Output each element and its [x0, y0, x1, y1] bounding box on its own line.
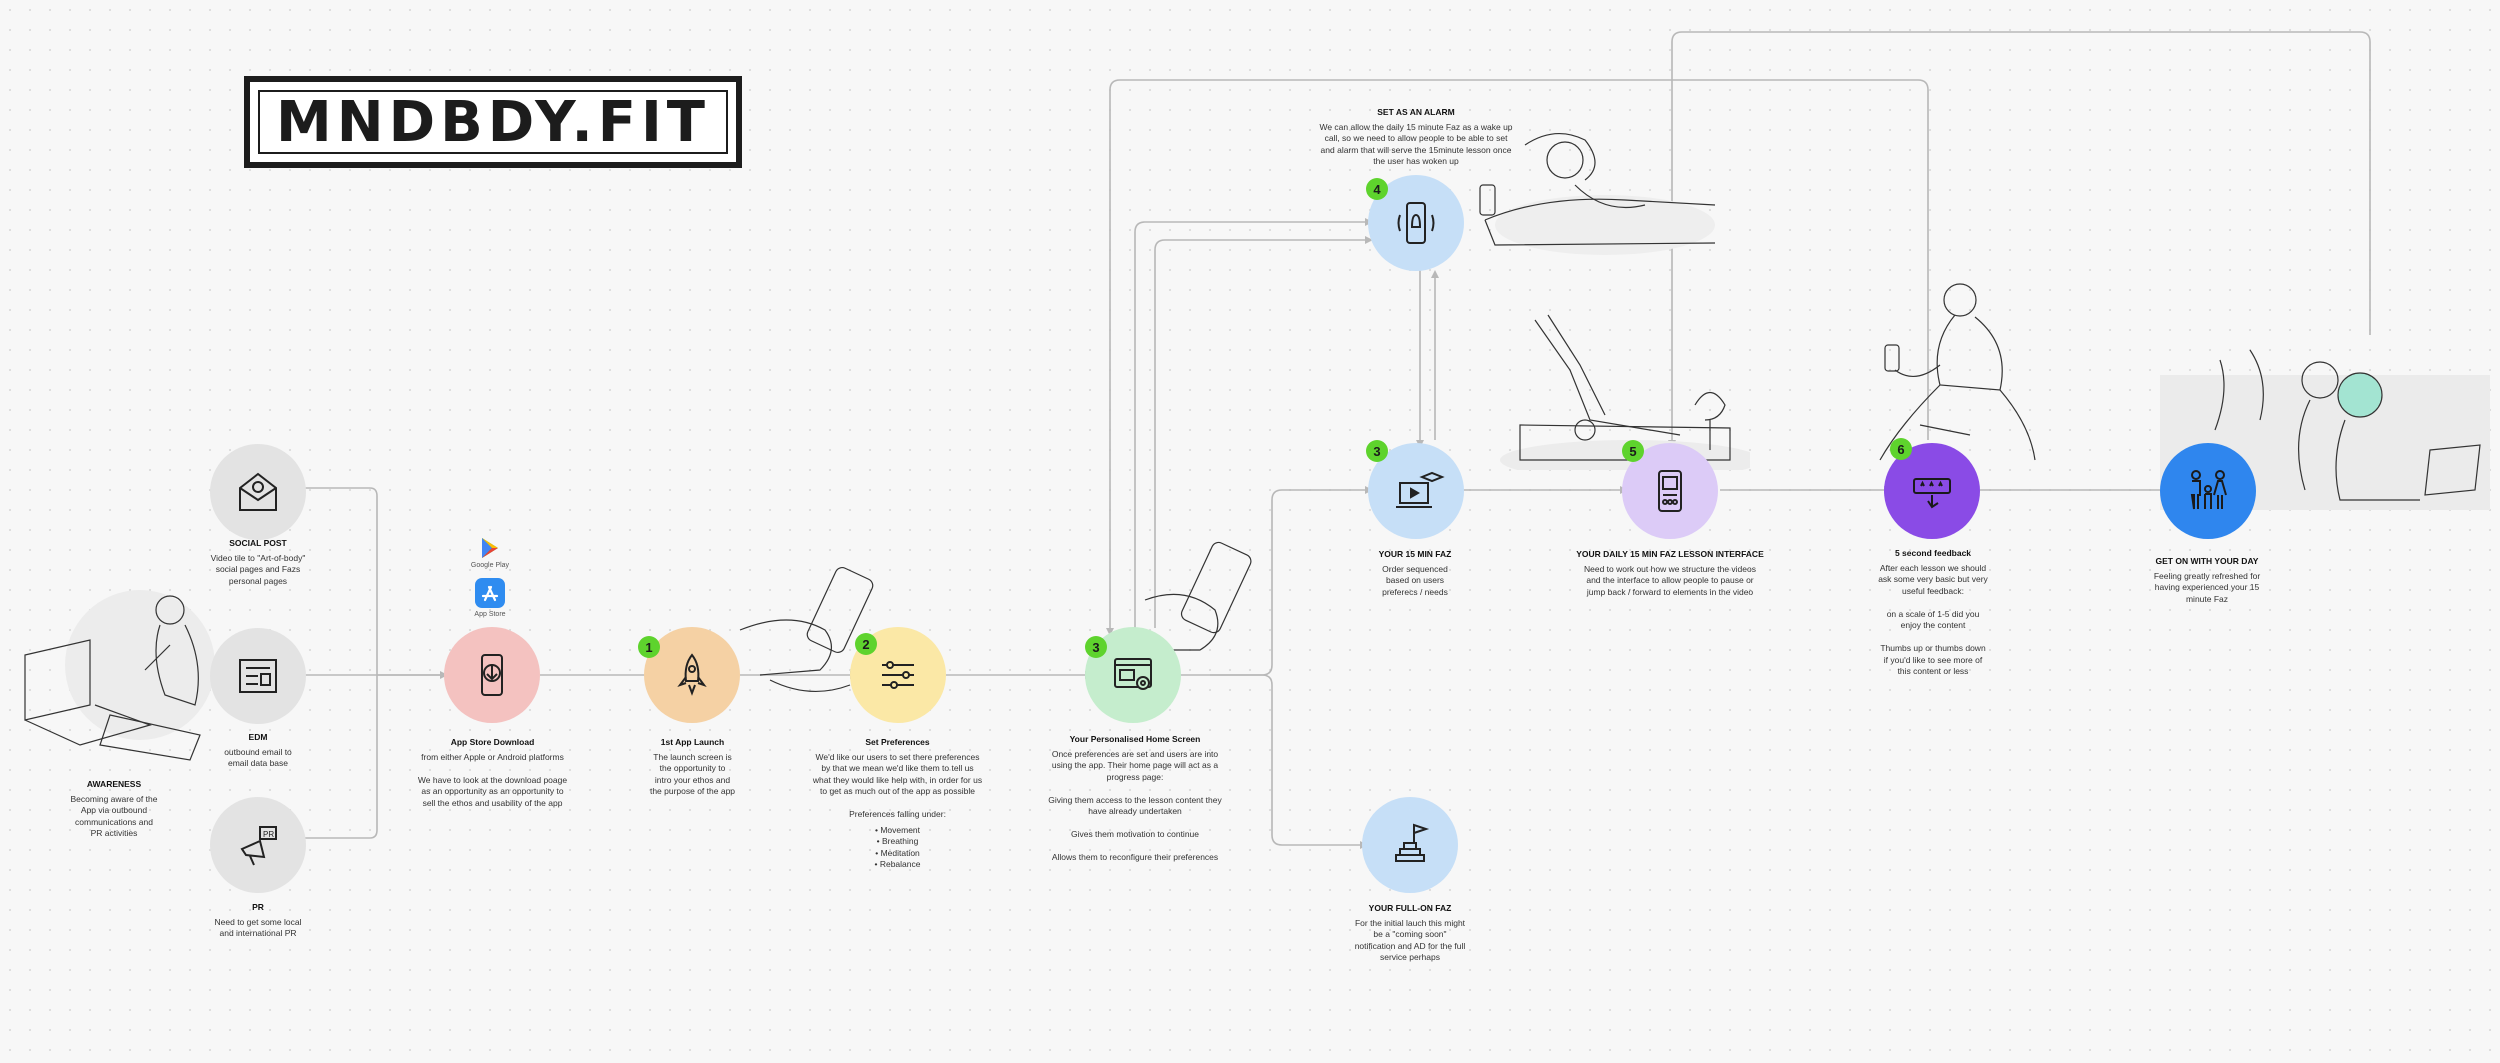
preference-movement: Movement: [795, 825, 1000, 837]
hand-phone-illustration-2: [1144, 541, 1252, 651]
megaphone-pr-icon: PR: [240, 826, 277, 866]
step-badge-3-faz: 3: [1366, 440, 1388, 462]
google-play-text: Google Play: [470, 562, 510, 569]
google-play-badge[interactable]: Google Play: [467, 536, 513, 569]
podium-flag-icon: [1395, 823, 1430, 862]
email-envelope-icon: [239, 472, 277, 511]
step-badge-1: 1: [638, 636, 660, 658]
browser-settings-icon: [1114, 658, 1152, 690]
app-store-download-node[interactable]: [444, 627, 540, 723]
alarm-illustration: [1479, 132, 1716, 255]
lesson-illustration: [1500, 314, 1750, 470]
laptop-graduation-icon: [1396, 471, 1445, 508]
phone-download-icon: [481, 654, 503, 696]
app-store-text: App Store: [474, 611, 506, 618]
svg-text:PR: PR: [263, 830, 274, 839]
brand-logo-text: MNDBDY.FIT: [258, 90, 728, 155]
first-app-launch-node[interactable]: [644, 627, 740, 723]
step-badge-5: 5: [1622, 440, 1644, 462]
preference-rebalance: Rebalance: [795, 859, 1000, 871]
app-store-icon: [475, 578, 505, 608]
phone-alarm-icon: [1397, 202, 1435, 244]
step-badge-2: 2: [855, 633, 877, 655]
step-badge-3-home: 3: [1085, 636, 1107, 658]
step-badge-6: 6: [1890, 438, 1912, 460]
social-post-node[interactable]: [210, 444, 306, 540]
brand-logo: MNDBDY.FIT: [244, 76, 742, 168]
phone-video-player-icon: [1658, 470, 1682, 512]
pr-node[interactable]: PR: [210, 797, 306, 893]
google-play-icon: [482, 538, 498, 558]
edm-node[interactable]: [210, 628, 306, 724]
hand-phone-illustration-1: [739, 566, 874, 692]
feedback-illustration: [1879, 283, 2036, 461]
preference-breathing: Breathing: [795, 836, 1000, 848]
get-on-with-day-node[interactable]: [2160, 443, 2256, 539]
rating-stars-icon: [1913, 478, 1951, 509]
app-store-badge[interactable]: App Store: [467, 577, 513, 618]
feedback-node[interactable]: [1884, 443, 1980, 539]
sliders-icon: [882, 661, 914, 689]
rocket-icon: [677, 653, 707, 696]
preference-meditation: Meditation: [795, 848, 1000, 860]
awareness-illustration: [24, 590, 215, 761]
full-on-faz-node[interactable]: [1362, 797, 1458, 893]
family-icon: [2190, 470, 2227, 510]
newsletter-icon: [239, 659, 277, 693]
step-badge-4: 4: [1366, 178, 1388, 200]
